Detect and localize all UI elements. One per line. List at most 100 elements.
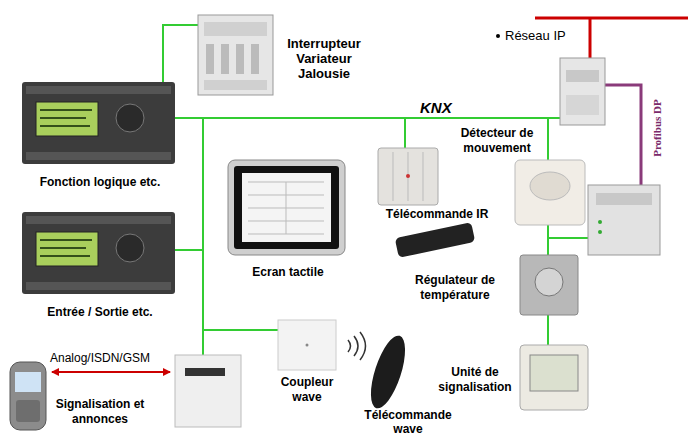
bus-wire <box>175 117 560 119</box>
lcd-lines <box>40 110 92 126</box>
phone-screen <box>15 372 41 392</box>
led <box>598 220 602 224</box>
detector-caption: Détecteur de mouvement <box>452 126 542 156</box>
router-port <box>566 70 599 82</box>
profibus-label: Profibus DP <box>651 99 663 157</box>
bus-wire <box>175 249 203 251</box>
phone-caption: Signalisation et annonces <box>40 397 160 427</box>
module-switch <box>221 44 229 74</box>
telephone-gateway <box>175 355 241 427</box>
screen-grid <box>248 182 324 234</box>
lcd <box>36 102 98 136</box>
push-button <box>378 148 438 205</box>
module-body <box>22 212 175 294</box>
bus-label: KNX <box>418 99 454 116</box>
module-terminals <box>204 22 267 36</box>
gateway-body <box>175 355 241 427</box>
button-plate <box>378 148 438 205</box>
unit-display <box>530 355 578 391</box>
ip-router <box>560 58 605 125</box>
module-terminals <box>26 216 171 224</box>
coupler-caption: Coupleur wave <box>272 375 342 405</box>
link-label: Analog/ISDN/GSM <box>50 351 150 365</box>
ip-wire <box>589 18 592 58</box>
caption-text: Ecran tactile <box>238 265 338 280</box>
caption-text: Entrée / Sortie etc. <box>20 305 180 320</box>
router-front <box>566 95 599 115</box>
caption-text: Coupleur wave <box>272 375 342 405</box>
signal-caption: Unité de signalisation <box>430 365 520 395</box>
bus-wire <box>548 237 588 239</box>
detector-body <box>515 160 585 225</box>
keypad <box>116 234 144 262</box>
screen-bezel <box>234 166 339 249</box>
remote-caption: Télécommande IR <box>372 207 502 222</box>
mobile-phone <box>10 362 46 430</box>
thermostat-body <box>520 255 578 315</box>
bullet <box>496 34 500 38</box>
lcd-lines <box>40 240 92 256</box>
signal-unit <box>520 345 588 410</box>
actuator-caption: Interrupteur Variateur Jalousie <box>278 36 370 81</box>
wave-remote-caption: Télécommande wave <box>352 408 464 436</box>
wave-symbol <box>348 332 366 360</box>
screen-display <box>242 173 331 242</box>
thermostat-dial <box>535 268 563 296</box>
wave-remote <box>364 332 412 412</box>
led <box>598 230 602 234</box>
module-terminals <box>204 80 267 90</box>
caption-text: Détecteur de mouvement <box>452 126 542 156</box>
profibus-gateway <box>588 185 660 255</box>
wave-coupler <box>278 320 336 370</box>
caption-text: Télécommande wave <box>352 408 464 436</box>
module-switch <box>206 44 214 74</box>
motion-detector <box>515 160 585 225</box>
coupler-led <box>306 344 309 347</box>
screen-caption: Ecran tactile <box>238 265 338 280</box>
switch-actuator <box>198 15 273 95</box>
caption-text: Fonction logique etc. <box>20 175 180 190</box>
module-switch <box>236 44 244 74</box>
router-body <box>560 58 605 125</box>
thermostat <box>520 255 578 315</box>
module-terminals <box>26 152 171 160</box>
ir-remote <box>395 222 475 258</box>
touch-screen <box>228 160 345 255</box>
module-body <box>22 82 175 164</box>
caption-text: Télécommande IR <box>372 207 502 222</box>
module-switch <box>251 44 259 74</box>
gateway-body <box>588 185 660 255</box>
phone-keys <box>16 400 40 422</box>
screen-frame <box>228 160 345 255</box>
profibus-wire <box>605 85 641 185</box>
caption-text: Unité de signalisation <box>430 365 520 395</box>
caption-text: Régulateur de température <box>398 273 512 303</box>
module-terminals <box>26 86 171 94</box>
keypad <box>116 104 144 132</box>
logic-module <box>22 212 175 294</box>
gateway-port <box>596 193 652 205</box>
bus-wire <box>404 118 406 148</box>
bus-wire <box>203 329 278 331</box>
lcd <box>36 232 98 266</box>
logic-module <box>22 82 175 164</box>
network-label: Réseau IP <box>505 28 566 43</box>
caption-text: Interrupteur Variateur Jalousie <box>278 36 370 81</box>
unit-body <box>520 345 588 410</box>
phone-body <box>10 362 46 430</box>
ip-wire <box>535 17 688 20</box>
caption-text: Signalisation et annonces <box>40 397 160 427</box>
gateway-display <box>185 368 225 376</box>
led <box>406 174 410 178</box>
io-caption: Entrée / Sortie etc. <box>20 305 180 320</box>
module-terminals <box>26 282 171 290</box>
module-body <box>198 15 273 95</box>
logic-caption: Fonction logique etc. <box>20 175 180 190</box>
detector-lens <box>530 172 570 200</box>
coupler-body <box>278 320 336 370</box>
bus-wire <box>202 118 204 355</box>
button-rockers <box>393 152 423 201</box>
phone-link <box>52 371 170 373</box>
thermostat-caption: Régulateur de température <box>398 273 512 303</box>
